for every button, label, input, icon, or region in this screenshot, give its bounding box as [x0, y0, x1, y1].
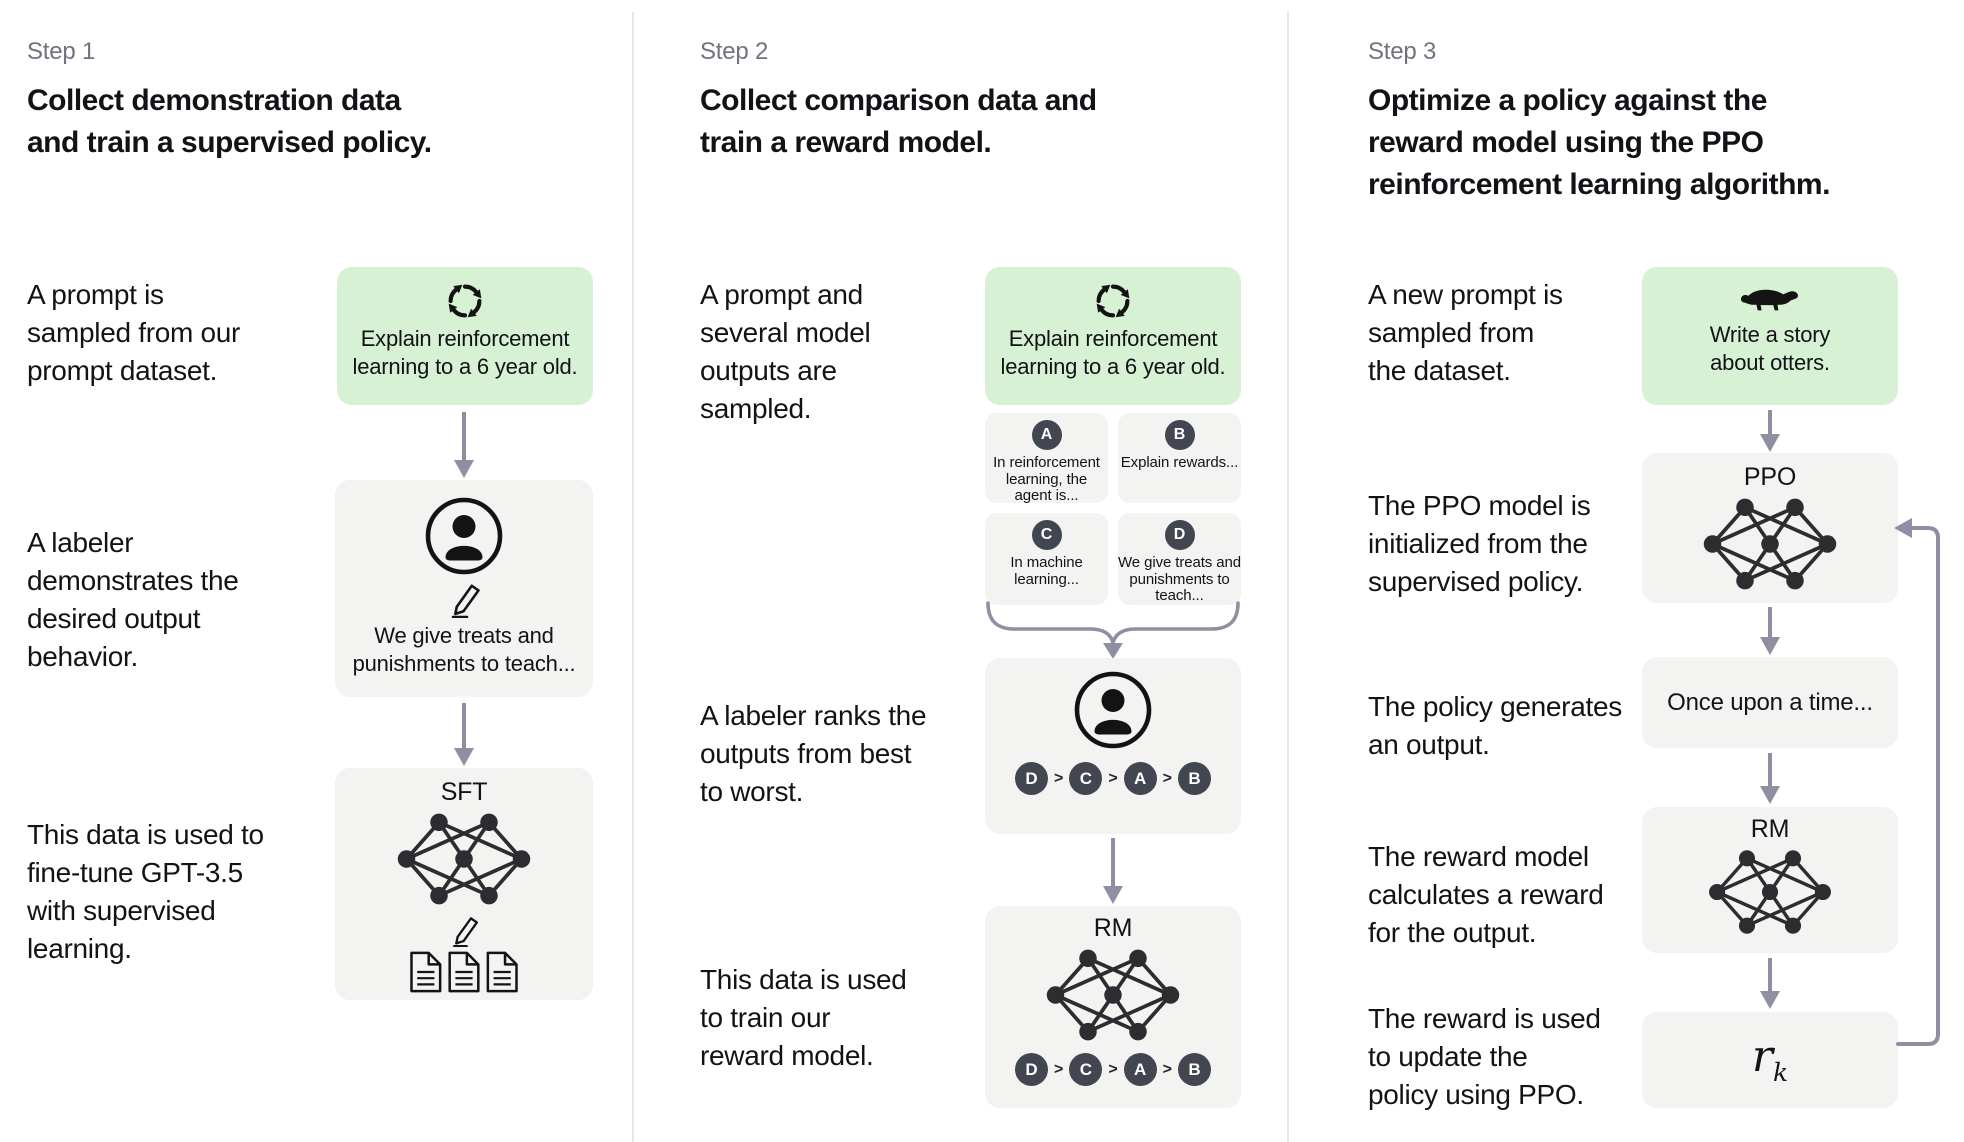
option-b-text: Explain rewards... [1120, 454, 1239, 471]
rank-badge-b: B [1178, 1053, 1212, 1086]
step2-rank-caption: A labeler ranks the outputs from best to… [700, 700, 927, 807]
step1-sft-caption: This data is used to fine-tune GPT-3.5 w… [27, 819, 264, 964]
greater-than: > [1053, 769, 1064, 787]
labeler-person-icon [424, 496, 504, 576]
ranking-row: D > C > A > B [1014, 762, 1212, 795]
step3-prompt-caption: A new prompt is sampled from the dataset… [1368, 279, 1563, 386]
rank-badge-a: A [1123, 1053, 1157, 1086]
step3-update-caption: The reward is used to update the policy … [1368, 1003, 1601, 1110]
generated-output-text: Once upon a time... [1667, 688, 1873, 716]
option-a-text: In reinforcement learning, the agent is.… [993, 454, 1100, 504]
step3-ppo-box: PPO [1642, 453, 1898, 603]
refresh-icon [1093, 281, 1133, 321]
pencil-icon [451, 584, 480, 618]
network-icon [395, 811, 533, 907]
ranking-row: D > C > A > B [1014, 1053, 1212, 1086]
option-d-badge: D [1164, 520, 1195, 550]
output-option-c: C In machine learning... [985, 513, 1108, 605]
rank-badge-d: D [1014, 1053, 1048, 1086]
column-divider-2 [1287, 12, 1289, 1142]
network-icon [1707, 848, 1833, 936]
option-a-badge: A [1031, 420, 1062, 450]
network-icon [1044, 947, 1182, 1043]
step1-labeler-box: We give treats and punishments to teach.… [335, 480, 593, 697]
step2-prompt-text: Explain reinforcement learning to a 6 ye… [1000, 326, 1226, 379]
step3-title: Optimize a policy against the reward mod… [1368, 84, 1830, 201]
step2-rm-box: RM D > C > A > B [985, 906, 1241, 1108]
output-option-d: D We give treats and punishments to teac… [1118, 513, 1241, 605]
rank-badge-a: A [1123, 762, 1157, 795]
down-arrow-icon [1760, 753, 1780, 804]
step2-prompt-caption: A prompt and several model outputs are s… [700, 279, 871, 424]
option-c-text: In machine learning... [1010, 554, 1083, 588]
rank-badge-d: D [1014, 762, 1048, 795]
step1-label: Step 1 [27, 38, 96, 65]
greater-than: > [1162, 1060, 1173, 1078]
step1-labeler-caption: A labeler demonstrates the desired outpu… [27, 527, 239, 672]
step1-demonstration-text: We give treats and punishments to teach.… [352, 623, 576, 676]
step1-sft-box: SFT [335, 768, 593, 1000]
step2-rm-caption: This data is used to train our reward mo… [700, 964, 907, 1071]
step1-prompt-text: Explain reinforcement learning to a 6 ye… [352, 326, 578, 379]
reward-subscript: k [1772, 1057, 1789, 1087]
step2-labeler-box: D > C > A > B [985, 658, 1241, 834]
down-arrow-icon [1760, 958, 1780, 1009]
step3-rm-box: RM [1642, 807, 1898, 953]
output-option-b: B Explain rewards... [1118, 413, 1241, 503]
step3-reward-caption: The reward model calculates a reward for… [1368, 841, 1604, 948]
column-divider-1 [632, 12, 634, 1142]
labeler-person-icon [1073, 670, 1153, 750]
step1-prompt-caption: A prompt is sampled from our prompt data… [27, 279, 241, 386]
model-outputs-grid: A In reinforcement learning, the agent i… [985, 413, 1241, 605]
step1-prompt-box: Explain reinforcement learning to a 6 ye… [337, 267, 593, 405]
ppo-model-label: PPO [1743, 463, 1797, 491]
reward-symbol: r [1751, 1031, 1773, 1083]
option-b-badge: B [1164, 420, 1195, 450]
down-arrow-icon [1760, 410, 1780, 452]
feedback-loop-arrow [1894, 518, 1940, 1046]
step1-title: Collect demonstration data and train a s… [27, 84, 432, 159]
rank-badge-b: B [1178, 762, 1212, 795]
option-d-text: We give treats and punishments to teach.… [1118, 554, 1241, 604]
step2-prompt-box: Explain reinforcement learning to a 6 ye… [985, 267, 1241, 405]
greater-than: > [1162, 769, 1173, 787]
reward-value: rk [1752, 1035, 1788, 1085]
refresh-icon [445, 281, 485, 321]
brace-arrow-icon [986, 601, 1240, 659]
step3-prompt-text: Write a story about otters. [1709, 322, 1831, 375]
step3-output-box: Once upon a time... [1642, 657, 1898, 748]
option-c-badge: C [1031, 520, 1062, 550]
step2-label: Step 2 [700, 38, 769, 65]
rm-model-label: RM [1750, 815, 1790, 843]
step3-ppo-caption: The PPO model is initialized from the su… [1368, 490, 1591, 597]
greater-than: > [1053, 1060, 1064, 1078]
greater-than: > [1108, 769, 1118, 787]
network-icon [1701, 496, 1839, 592]
rank-badge-c: C [1069, 762, 1103, 795]
down-arrow-icon [1103, 838, 1123, 904]
step2-title: Collect comparison data and train a rewa… [700, 84, 1097, 159]
step3-label: Step 3 [1368, 38, 1437, 65]
down-arrow-icon [454, 412, 474, 478]
down-arrow-icon [1760, 607, 1780, 655]
sft-model-label: SFT [440, 778, 488, 806]
rank-badge-c: C [1069, 1053, 1103, 1086]
step3-reward-box: rk [1642, 1012, 1898, 1108]
down-arrow-icon [454, 703, 474, 766]
documents-icon [410, 951, 518, 993]
greater-than: > [1108, 1060, 1118, 1078]
pencil-icon [453, 917, 479, 947]
otter-icon [1740, 289, 1798, 311]
rm-model-label: RM [1093, 914, 1133, 942]
step3-prompt-box: Write a story about otters. [1642, 267, 1898, 405]
output-option-a: A In reinforcement learning, the agent i… [985, 413, 1108, 504]
step3-output-caption: The policy generates an output. [1368, 691, 1622, 760]
